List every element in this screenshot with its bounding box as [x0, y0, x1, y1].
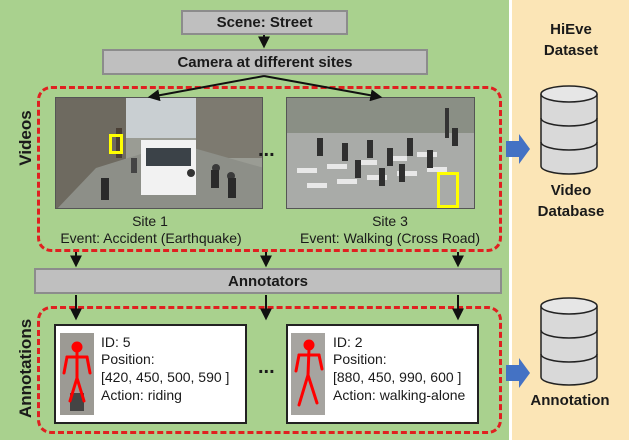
scene-box: Scene: Street — [181, 10, 348, 35]
annotations-group — [37, 306, 502, 434]
annotators-box: Annotators — [34, 268, 502, 294]
video-db-label-line1: Video — [550, 182, 592, 199]
dataset-title-line2: Dataset — [543, 42, 599, 59]
site1-video-frame — [55, 97, 263, 209]
camera-label: Camera at different sites — [177, 53, 353, 71]
video-database-icon — [540, 85, 598, 175]
site3-name: Site 3 — [372, 213, 408, 229]
annotation-1-position-value: [420, 450, 500, 590 ] — [101, 369, 230, 385]
site3-video-frame — [286, 97, 475, 209]
annotation-1-position-label: Position: — [101, 351, 155, 367]
annotation-2-action: Action: walking-alone — [333, 387, 466, 403]
annotation-1-id: ID: 5 — [101, 334, 131, 350]
arrow-camera-to-site3 — [263, 75, 383, 102]
camera-box: Camera at different sites — [102, 49, 428, 75]
videos-ellipsis: ... — [258, 139, 275, 161]
arrow-camera-to-site1 — [147, 75, 265, 102]
annotators-label: Annotators — [228, 272, 308, 290]
annotation-2-person-crop — [291, 333, 325, 415]
site3-highlight-box — [437, 172, 459, 208]
annotation-database-icon — [540, 297, 598, 386]
scene-label: Scene: Street — [216, 14, 313, 31]
annotation-1-action: Action: riding — [101, 387, 182, 403]
videos-group — [37, 86, 502, 252]
site3-event: Event: Walking (Cross Road) — [300, 230, 480, 246]
annotation-2-position-value: [880, 450, 990, 600 ] — [333, 369, 462, 385]
annotations-ellipsis: ... — [258, 356, 275, 378]
annotation-db-label: Annotation — [530, 392, 610, 409]
arrow-to-video-database — [506, 134, 530, 164]
arrow-to-annotation-database — [506, 358, 530, 388]
annotation-1-person-crop — [60, 333, 94, 415]
site1-highlight-box — [109, 134, 123, 154]
site1-event: Event: Accident (Earthquake) — [60, 230, 242, 246]
site1-name: Site 1 — [132, 213, 168, 229]
dataset-title-line1: HiEve — [550, 21, 592, 38]
annotation-2-position-label: Position: — [333, 351, 387, 367]
annotation-2-id: ID: 2 — [333, 334, 363, 350]
video-db-label-line2: Database — [537, 203, 605, 220]
